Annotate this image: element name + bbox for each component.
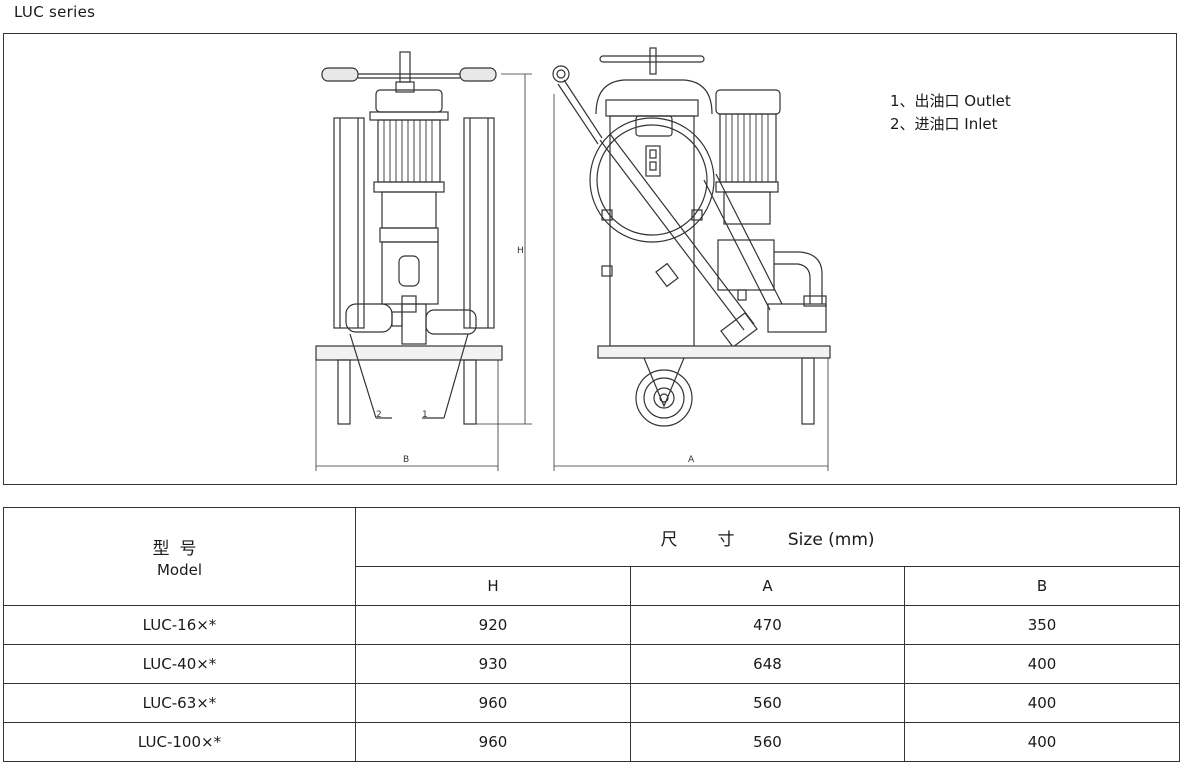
model-cell: LUC-16×*: [3, 605, 356, 645]
size-header: 尺寸 Size (mm): [354, 507, 1181, 567]
port-legend: 1、出油口 Outlet 2、进油口 Inlet: [890, 90, 1011, 136]
dimension-label-a: A: [688, 455, 695, 465]
h-cell: 960: [355, 683, 631, 723]
column-header-a: A: [630, 566, 905, 606]
model-header: 型号 Model: [3, 507, 356, 606]
legend-item-outlet: 1、出油口 Outlet: [890, 92, 1011, 110]
front-view: [315, 51, 532, 471]
model-cell: LUC-63×*: [3, 683, 356, 723]
technical-drawing-frame: H B A 2 1 1、出油口 Outlet 2、进油口 Inlet: [3, 33, 1177, 485]
model-header-en: Model: [156, 561, 203, 579]
table-row: LUC-63×* 960 560 400: [3, 683, 1181, 723]
filter-cart-drawing: H B A 2 1: [315, 47, 831, 471]
port-label-1: 1: [422, 410, 428, 420]
model-header-zh: 型号: [152, 539, 207, 559]
a-cell: 470: [630, 605, 905, 645]
h-cell: 930: [355, 644, 631, 684]
column-header-b: B: [903, 566, 1181, 606]
port-label-2: 2: [376, 410, 382, 420]
b-cell: 400: [903, 722, 1181, 762]
table-row: LUC-40×* 930 648 400: [3, 644, 1181, 684]
b-cell: 400: [903, 644, 1181, 684]
a-cell: 560: [630, 722, 905, 762]
a-cell: 648: [630, 644, 905, 684]
dimension-table: 型号 Model 尺寸 Size (mm) H A B LUC-16×* 920…: [3, 507, 1181, 762]
dimension-label-h: H: [517, 246, 524, 256]
series-title: LUC series: [14, 3, 96, 21]
model-cell: LUC-100×*: [3, 722, 356, 762]
h-cell: 920: [355, 605, 631, 645]
legend-item-inlet: 2、进油口 Inlet: [890, 115, 998, 133]
side-view: [552, 47, 831, 471]
h-cell: 960: [355, 722, 631, 762]
model-cell: LUC-40×*: [3, 644, 356, 684]
b-cell: 350: [903, 605, 1181, 645]
table-row: LUC-16×* 920 470 350: [3, 605, 1181, 645]
dimension-label-b: B: [403, 455, 409, 465]
size-header-en: Size (mm): [787, 529, 875, 550]
b-cell: 400: [903, 683, 1181, 723]
column-header-h: H: [355, 566, 631, 606]
table-row: LUC-100×* 960 560 400: [3, 722, 1181, 762]
size-header-zh: 尺寸: [660, 529, 775, 550]
a-cell: 560: [630, 683, 905, 723]
